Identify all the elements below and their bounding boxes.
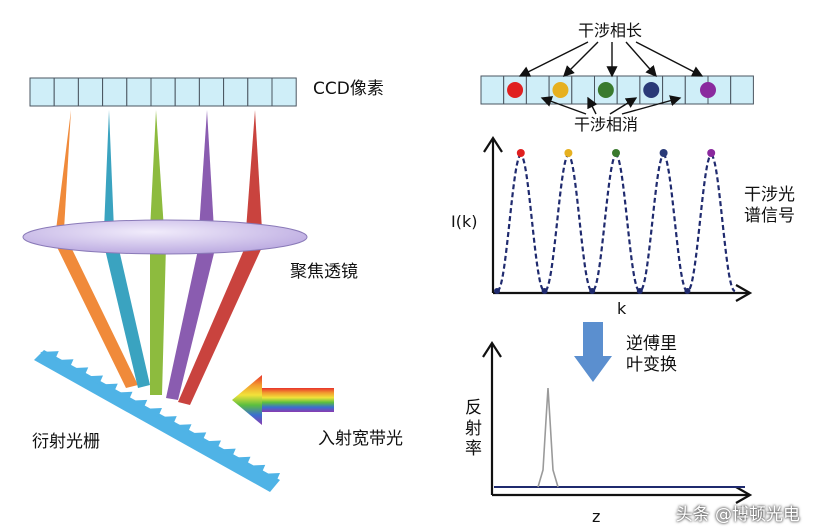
interference-spot — [507, 82, 524, 98]
beam-cyan-lower — [104, 245, 150, 388]
constructive-interference-label: 干涉相长 — [578, 21, 643, 40]
ccd-pixel-label: CCD像素 — [313, 79, 384, 99]
spectrum-peak-dot — [564, 149, 573, 157]
inverse-transform-arrow — [574, 322, 612, 382]
destructive-interference-label: 干涉相消 — [574, 115, 639, 134]
interference-arrows — [518, 41, 704, 115]
beam-purple-lower — [166, 245, 216, 400]
ik-axis-label: I(k) — [451, 212, 478, 231]
ccd-pixel-cell — [271, 77, 297, 107]
diffraction-grating-label: 衍射光栅 — [32, 432, 100, 452]
spectrum-peak-dot — [659, 149, 668, 157]
spectrum-trough-dot — [494, 288, 500, 294]
spectrum-peak-dot — [707, 149, 716, 157]
ccd-pixel-cell — [223, 77, 249, 107]
spectrum-trough-dot — [636, 288, 643, 294]
beam-purple — [199, 110, 214, 230]
beam-cyan — [104, 110, 114, 230]
broadband-light-arrow — [232, 375, 334, 425]
beam-orange — [56, 110, 71, 230]
inverse-fourier-label: 逆傅里 叶变换 — [626, 334, 677, 375]
broadband-light-label: 入射宽带光 — [318, 429, 403, 449]
focusing-lens — [22, 219, 308, 255]
interference-spot — [552, 82, 569, 98]
watermark: 头条 @博顿光电 — [675, 505, 800, 525]
ccd-pixel-array — [29, 77, 297, 107]
k-axis-label: k — [617, 299, 627, 318]
ccd-pixel-cell — [247, 77, 273, 107]
focusing-lens-label: 聚焦透镜 — [290, 262, 358, 282]
interference-spot — [700, 82, 716, 98]
beam-red-lower — [178, 245, 263, 405]
ccd-pixel-cell — [102, 77, 128, 107]
spectrum-peak-dot — [612, 149, 620, 157]
spectrum-signal-label: 干涉光 谱信号 — [744, 185, 795, 226]
beam-red — [246, 110, 262, 230]
spectrum-peak-dot — [516, 149, 525, 157]
ccd-pixel-array-right — [480, 75, 754, 105]
ccd-pixel-cell — [150, 77, 176, 107]
ccd-pixel-cell — [198, 77, 225, 107]
ccd-pixel-cell — [126, 77, 152, 107]
z-axis-label: z — [592, 507, 601, 526]
spectrum-axes — [483, 135, 753, 302]
interference-spot — [597, 82, 614, 98]
spectrum-peaks — [494, 149, 716, 294]
ccd-pixel-cell — [53, 77, 79, 107]
beam-green — [150, 110, 164, 230]
beam-green-lower — [150, 245, 166, 395]
reflectance-label: 反 射 率 — [465, 398, 482, 460]
ccd-pixel-cell — [616, 75, 641, 105]
spectrum-trough-dot — [589, 288, 596, 294]
beam-orange-lower — [56, 245, 138, 388]
diffracted-beams — [56, 110, 263, 405]
spectrum-trough-dot — [541, 288, 548, 294]
reflectance-peak — [537, 387, 559, 488]
diffraction-grating — [34, 350, 280, 492]
spectrum-trough-dot — [684, 288, 691, 294]
ccd-pixel-cell — [480, 75, 505, 105]
interference-spectrum-curve — [496, 153, 736, 293]
ccd-pixel-cell — [77, 77, 104, 107]
reflectance-axes — [482, 340, 753, 504]
ccd-pixel-cell — [29, 77, 55, 107]
ccd-pixel-cell — [174, 77, 200, 107]
interference-spot — [643, 82, 660, 98]
ccd-pixel-cell — [571, 75, 595, 105]
ccd-pixel-cell — [730, 75, 754, 105]
